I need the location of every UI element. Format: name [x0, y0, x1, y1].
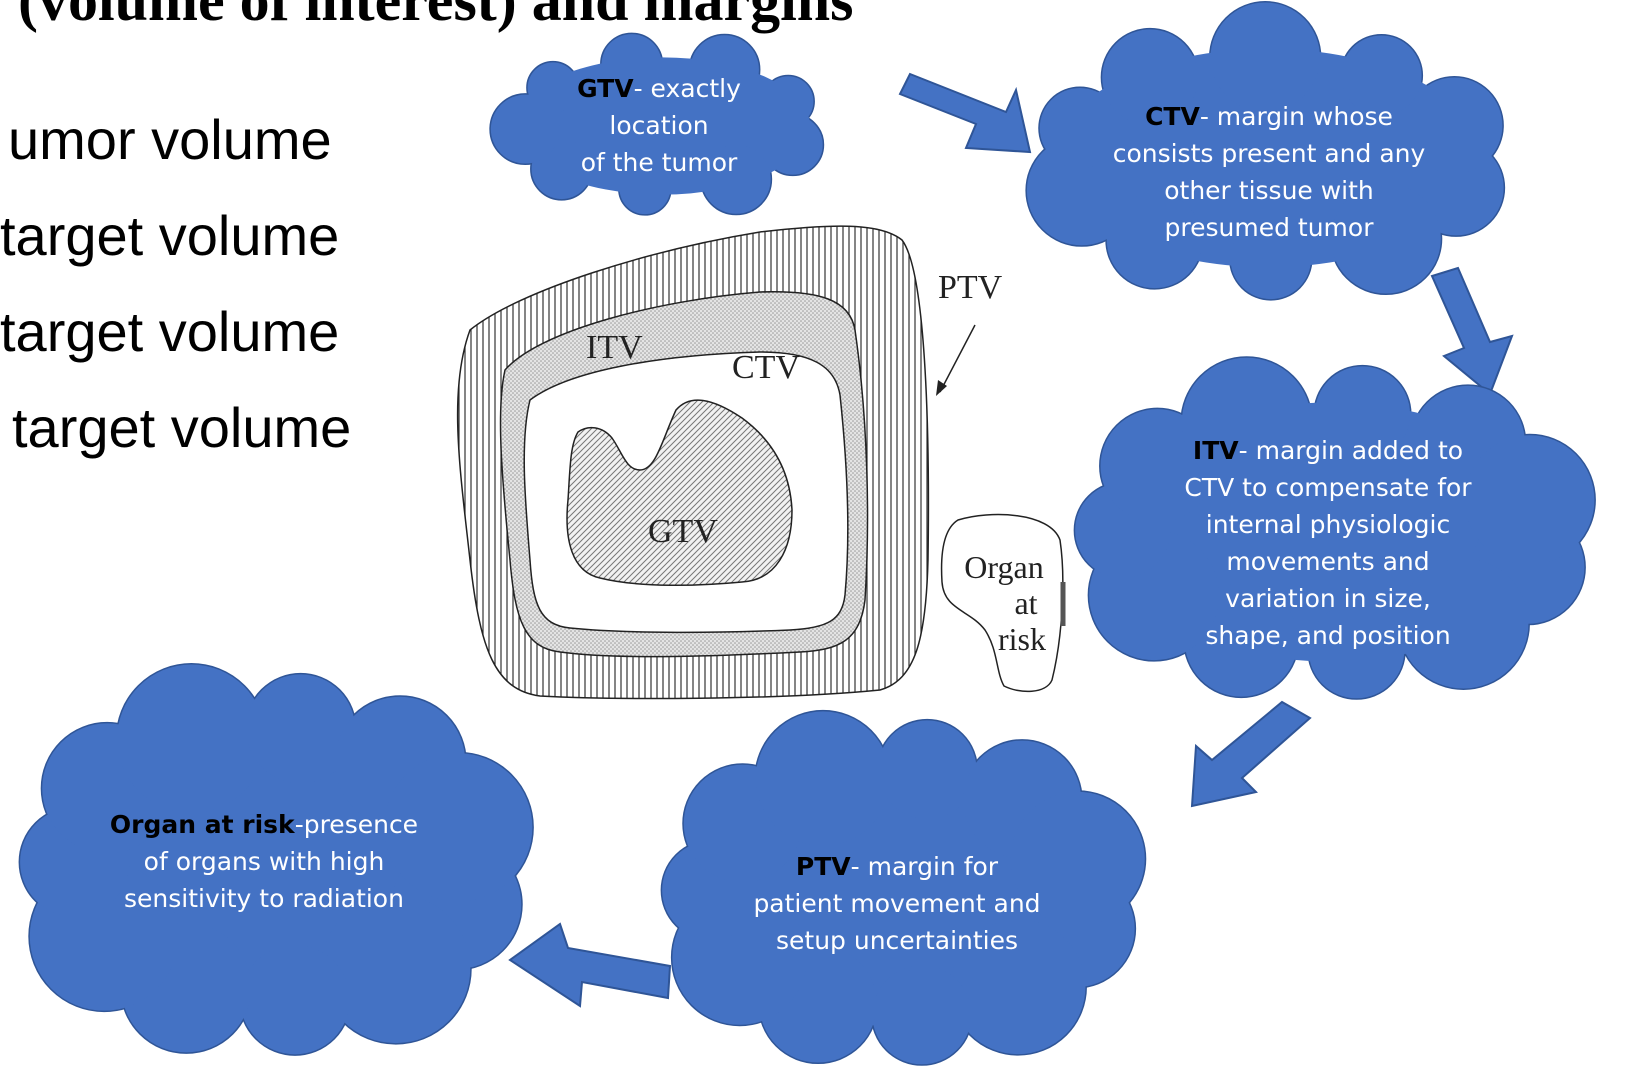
cloud-bump — [1308, 602, 1405, 699]
cloud-bump — [690, 35, 759, 105]
cloud-line: of organs with high — [143, 847, 385, 876]
cloud-bump — [877, 720, 977, 820]
cloud-bump — [1010, 791, 1145, 926]
cloud-bump — [1398, 558, 1529, 689]
cloud-bump — [619, 163, 671, 215]
cloud-term-oar: Organ at risk — [109, 810, 295, 839]
cloud-bump — [117, 664, 266, 813]
cloud-text-ptv: PTV- margin for patient movement and set… — [742, 848, 1052, 959]
bullet-item: target volume — [12, 396, 352, 459]
ptv-pointer-arrowhead — [936, 380, 947, 396]
cloud-line: - exactly — [633, 74, 741, 103]
cloud-line: - margin for — [850, 852, 999, 881]
cloud-bump — [384, 753, 533, 902]
figure-label-organ-line1: Organ — [964, 549, 1043, 585]
cloud-line: CTV to compensate for — [1184, 473, 1472, 502]
cloud-line: patient movement and — [753, 889, 1041, 918]
cloud-line: variation in size, — [1225, 584, 1431, 613]
cloud-line: setup uncertainties — [775, 926, 1019, 955]
slide-title: (volume of interest) and margins — [18, 0, 854, 33]
cloud-text-itv: ITV- margin added to CTV to compensate f… — [1168, 432, 1488, 654]
cloud-itv — [1073, 356, 1596, 700]
cloud-line: presumed tumor — [1164, 213, 1374, 242]
cloud-ctv — [1025, 1, 1506, 301]
bullet-item: target volume — [0, 204, 340, 267]
cloud-bump — [321, 894, 471, 1044]
gtv-region — [566, 399, 793, 586]
cloud-bump — [701, 144, 771, 214]
cloud-bump — [762, 114, 823, 175]
cloud-bump — [1341, 35, 1422, 116]
figure-label-itv: ITV — [586, 329, 643, 366]
cloud-bump — [1026, 135, 1137, 246]
bullet-item: target volume — [0, 300, 340, 363]
cloud-term-ptv: PTV — [795, 852, 851, 881]
cloud-oar — [18, 663, 534, 1056]
cloud-bump — [1039, 88, 1121, 169]
cloud-bump — [601, 34, 662, 95]
figure-label-ctv: CTV — [732, 349, 800, 386]
arrow-itv-to-ptv — [1190, 700, 1312, 808]
cloud-bump — [950, 919, 1086, 1055]
cloud-text-gtv: GTV- exactly location of the tumor — [544, 70, 774, 181]
cloud-ptv — [660, 709, 1147, 1066]
cloud-bump — [1210, 2, 1320, 112]
arrow-ctv-to-itv — [1430, 266, 1514, 396]
cloud-bump — [1102, 29, 1198, 126]
figure-label-organ-line2: at — [1014, 585, 1037, 621]
cloud-bump — [240, 945, 350, 1055]
cloud-line: location — [609, 111, 709, 140]
cloud-bump — [1181, 357, 1312, 488]
arrow-ptv-to-oar — [508, 922, 672, 1008]
cloud-term-gtv: GTV — [577, 74, 634, 103]
cloud-line: other tissue with — [1164, 176, 1374, 205]
cloud-term-itv: ITV — [1192, 436, 1239, 465]
cloud-group — [18, 1, 1596, 1066]
cloud-term-ctv: CTV — [1145, 102, 1200, 131]
cloud-line: internal physiologic — [1205, 510, 1451, 539]
figure-label-ptv: PTV — [938, 269, 1003, 306]
cloud-bump — [490, 94, 560, 164]
cloud-bump — [1314, 366, 1411, 462]
ptv-pointer-arrow — [939, 324, 976, 393]
cloud-bump — [1106, 192, 1203, 289]
cloud-bump — [755, 711, 891, 846]
cloud-text-ctv: CTV- margin whose consists present and a… — [1104, 98, 1434, 246]
target-volume-figure — [456, 225, 1066, 700]
cloud-line: - margin added to — [1238, 436, 1464, 465]
cloud-line: sensitivity to radiation — [124, 884, 404, 913]
cloud-bump — [246, 674, 356, 784]
cloud-bump — [1464, 435, 1595, 565]
cloud-line: of the tumor — [580, 148, 738, 177]
cloud-bump — [872, 965, 972, 1065]
bullet-item: umor volume — [8, 108, 332, 171]
cloud-text-oar: Organ at risk-presence of organs with hi… — [104, 806, 424, 917]
organ-at-risk-region — [940, 513, 1064, 693]
figure-label-gtv: GTV — [648, 513, 718, 550]
cloud-bump — [1230, 218, 1312, 300]
cloud-bump — [762, 76, 814, 127]
figure-label-organ-line3: risk — [998, 621, 1046, 657]
cloud-line: movements and — [1226, 547, 1430, 576]
cloud-line: -presence — [294, 810, 419, 839]
cloud-line: - margin whose — [1199, 102, 1393, 131]
cloud-bump — [1406, 77, 1503, 174]
cloud-bump — [527, 62, 579, 113]
cloud-bump — [1331, 183, 1441, 294]
arrow-gtv-to-ctv — [898, 72, 1032, 154]
cloud-line: shape, and position — [1205, 621, 1451, 650]
cloud-gtv — [489, 32, 825, 216]
cloud-line: consists present and any — [1112, 139, 1426, 168]
